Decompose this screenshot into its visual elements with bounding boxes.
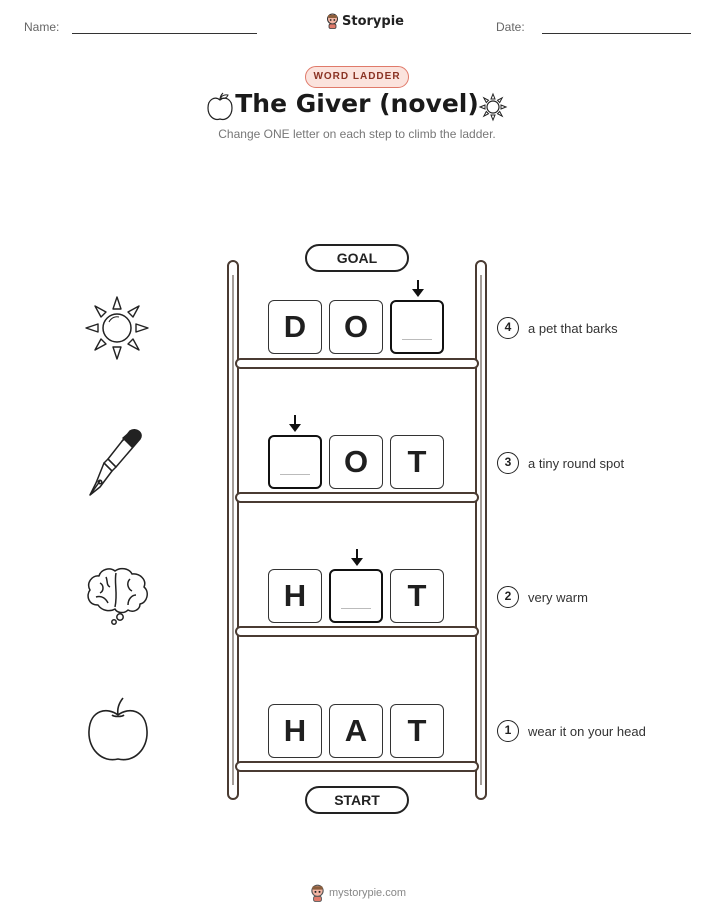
apple-icon <box>88 697 148 761</box>
goal-label: GOAL <box>305 244 409 272</box>
start-label: START <box>305 786 409 814</box>
sun-icon <box>85 296 149 360</box>
name-label: Name: <box>24 20 60 34</box>
clue-text: wear it on your head <box>528 723 646 739</box>
blank-letter-input[interactable] <box>390 300 444 354</box>
clue-text: a tiny round spot <box>528 455 625 471</box>
letter-tile: O <box>329 300 383 354</box>
step-number: 3 <box>497 452 519 474</box>
storypie-mascot-icon <box>311 884 324 902</box>
instructions: Change ONE letter on each step to climb … <box>218 127 496 141</box>
letter-tile: T <box>390 569 444 623</box>
step-number: 2 <box>497 586 519 608</box>
date-line[interactable] <box>542 33 691 34</box>
brand-name: Storypie <box>342 13 404 29</box>
arrow-down-icon <box>351 549 363 566</box>
clue-text: very warm <box>528 589 588 605</box>
letter-tile: O <box>329 435 383 489</box>
clue-text: a pet that barks <box>528 320 618 336</box>
footer-url[interactable]: mystorypie.com <box>329 887 407 899</box>
step-number: 4 <box>497 317 519 339</box>
clue-3: 3 a tiny round spot <box>497 452 624 474</box>
letter-tile: H <box>268 569 322 623</box>
blank-letter-input[interactable] <box>268 435 322 489</box>
arrow-down-icon <box>412 280 424 297</box>
letter-tile: A <box>329 704 383 758</box>
apple-small-icon <box>207 92 233 121</box>
clue-1: 1 wear it on your head <box>497 720 646 742</box>
ladder-rung <box>235 626 479 637</box>
fountain-pen-icon <box>89 428 142 496</box>
brain-thought-icon <box>87 567 148 625</box>
letter-tile: H <box>268 704 322 758</box>
letter-tile: T <box>390 435 444 489</box>
clue-4: 4 a pet that barks <box>497 317 618 339</box>
arrow-down-icon <box>289 415 301 432</box>
ladder-rung <box>235 358 479 369</box>
ladder-rung <box>235 761 479 772</box>
letter-tile: T <box>390 704 444 758</box>
word-ladder-badge: WORD LADDER <box>305 66 409 88</box>
letter-tile: D <box>268 300 322 354</box>
ladder-frame <box>227 260 487 800</box>
page-title: The Giver (novel) <box>235 89 479 118</box>
ladder-rung <box>235 492 479 503</box>
step-number: 1 <box>497 720 519 742</box>
blank-letter-input[interactable] <box>329 569 383 623</box>
sun-small-icon <box>478 92 508 122</box>
brand-logo: Storypie <box>326 13 404 29</box>
storypie-mascot-icon <box>327 13 338 29</box>
name-line[interactable] <box>72 33 257 34</box>
date-label: Date: <box>496 20 525 34</box>
clue-2: 2 very warm <box>497 586 588 608</box>
footer: mystorypie.com <box>310 884 406 902</box>
